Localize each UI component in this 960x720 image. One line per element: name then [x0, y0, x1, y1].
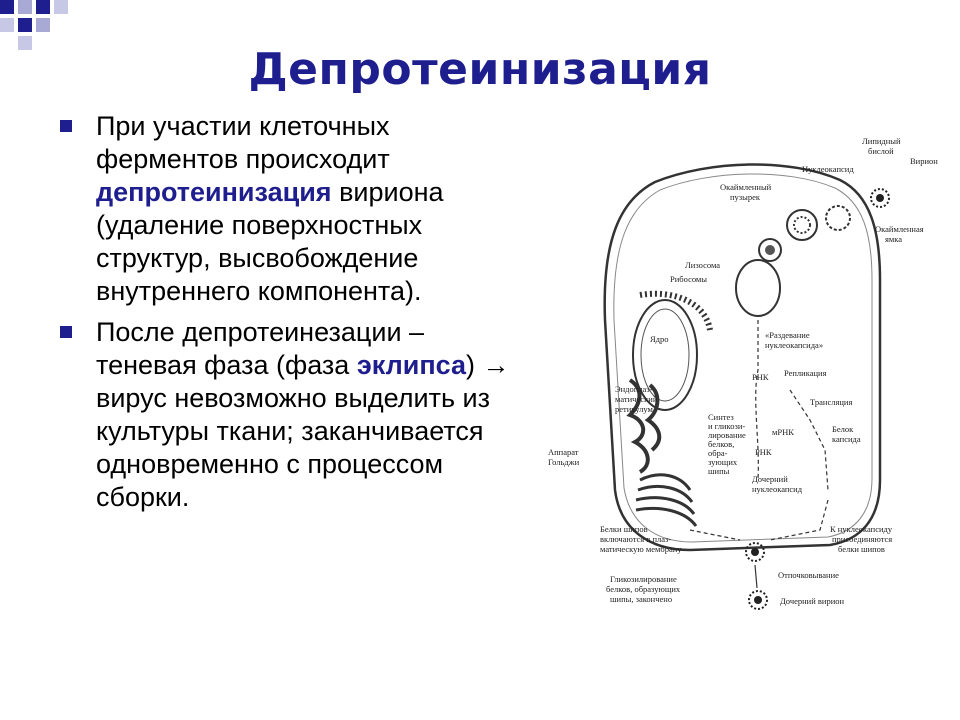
er-shape [644, 383, 662, 452]
vesicle-core [765, 245, 775, 255]
golgi-shape [635, 496, 696, 515]
pathway-arrow [769, 499, 829, 541]
label-daughter-nucleocapsid: Дочерний [752, 474, 788, 484]
virion-shape [870, 188, 890, 208]
label-golgi: Аппарат [548, 447, 579, 457]
bullet-text: ) → вирус невозможно выделить из культур… [96, 350, 510, 512]
pathway-arrow [689, 529, 741, 541]
label-lysosome: Лизосома [685, 260, 720, 270]
decor-square [18, 36, 32, 50]
decor-square [0, 18, 14, 32]
label-synthesis: шипы [708, 466, 730, 476]
bullet-highlight: депротеинизация [96, 177, 332, 207]
decor-square [18, 0, 32, 14]
bullet-list: При участии клеточных ферментов происход… [60, 110, 530, 522]
golgi-shape [635, 506, 698, 527]
label-spike-proteins: матическую мембрану [600, 544, 682, 554]
label-synthesis: зующих [708, 457, 738, 467]
pathway-arrow [789, 389, 829, 491]
label-synthesis: белков, [708, 439, 734, 449]
decor-square [36, 18, 50, 32]
bullet-text: После депротеинезации – теневая фаза (фа… [96, 317, 425, 380]
virus-replication-diagram: Липидный бислой Вирион Нуклеокапсид Окай… [540, 120, 950, 630]
decor-square [18, 18, 32, 32]
label-virion: Вирион [910, 156, 938, 166]
cell-membrane-inner [613, 173, 873, 543]
label-glycosylation-done: шипы, закончено [610, 594, 672, 604]
label-coated-vesicle: пузырек [730, 192, 761, 202]
decor-square [54, 0, 68, 14]
pathway-arrow [754, 564, 758, 589]
bullet-highlight: эклипса [356, 350, 467, 380]
label-glycosylation-done: белков, образующих [606, 584, 681, 594]
label-ribosomes: Рибосомы [670, 274, 707, 284]
label-synthesis: Синтез [708, 412, 734, 422]
label-capsid-protein: Белок [832, 424, 854, 434]
label-glycosylation-done: Гликозилирование [610, 574, 677, 584]
vesicle-shape [758, 238, 782, 262]
coated-pit-shape [825, 205, 851, 231]
label-golgi: Гольджи [548, 457, 580, 467]
label-synthesis: и гликози- [708, 421, 745, 431]
label-nucleocapsid: Нуклеокапсид [802, 164, 854, 174]
label-lipid-bilayer: бислой [868, 146, 894, 156]
label-coated-pit: Окаймленная [875, 224, 924, 234]
label-mrna: мРНК [772, 427, 794, 437]
label-rna: РНК [752, 372, 769, 382]
golgi-shape [639, 473, 692, 491]
nuclear-envelope [639, 290, 713, 331]
nucleus-shape [632, 299, 698, 411]
label-uncoating: «Раздевание [765, 330, 810, 340]
label-er: ретикулум [615, 404, 654, 414]
bullet-item: При участии клеточных ферментов происход… [60, 110, 530, 308]
decor-square [36, 0, 50, 14]
label-rna: РНК [755, 447, 772, 457]
virion-shape [745, 542, 765, 562]
virion-shape [748, 590, 768, 610]
label-coated-pit: ямка [885, 234, 902, 244]
label-coated-vesicle: Окаймленный [720, 182, 772, 192]
label-attach-spikes: присоединяются [832, 534, 892, 544]
golgi-shape [637, 485, 694, 503]
label-attach-spikes: К нуклеокапсиду [830, 524, 893, 534]
vesicle-shape [786, 209, 818, 241]
corner-decoration [0, 0, 70, 50]
decor-square [0, 0, 14, 14]
virion-core [876, 194, 884, 202]
er-shape [626, 378, 650, 474]
label-capsid-protein: капсида [832, 434, 861, 444]
label-budding: Отпочковывание [778, 570, 839, 580]
label-replication: Репликация [784, 368, 827, 378]
label-synthesis: обра- [708, 448, 728, 458]
lysosome-shape [735, 259, 781, 317]
page-title: Депротеинизация [248, 44, 712, 95]
label-spike-proteins: включаются в плаз- [600, 534, 671, 544]
label-spike-proteins: Белки шипов [600, 524, 648, 534]
virion-core [751, 548, 759, 556]
vesicle-core [793, 216, 811, 234]
nucleus-inner [640, 308, 690, 402]
cell-membrane [603, 163, 882, 552]
label-daughter-virion: Дочерний вирион [780, 596, 845, 606]
bullet-marker [60, 120, 72, 132]
label-attach-spikes: белки шипов [838, 544, 885, 554]
bullet-marker [60, 326, 72, 338]
label-translation: Трансляция [810, 397, 852, 407]
label-nucleus: Ядро [650, 334, 669, 344]
virion-core [754, 596, 762, 604]
bullet-text: При участии клеточных ферментов происход… [96, 111, 390, 174]
label-uncoating: нуклеокапсида» [765, 340, 823, 350]
label-er: Эндоплаз- [615, 384, 653, 394]
cell-diagram-svg: Липидный бислой Вирион Нуклеокапсид Окай… [548, 136, 938, 610]
bullet-item: После депротеинезации – теневая фаза (фа… [60, 316, 530, 514]
pathway-arrow [755, 320, 759, 481]
bullet-text: вириона (удаление поверхностных структур… [96, 177, 444, 306]
label-er: матический [615, 394, 658, 404]
label-synthesis: лирование [708, 430, 746, 440]
label-daughter-nucleocapsid: нуклеокапсид [752, 484, 803, 494]
label-lipid-bilayer: Липидный [862, 136, 901, 146]
